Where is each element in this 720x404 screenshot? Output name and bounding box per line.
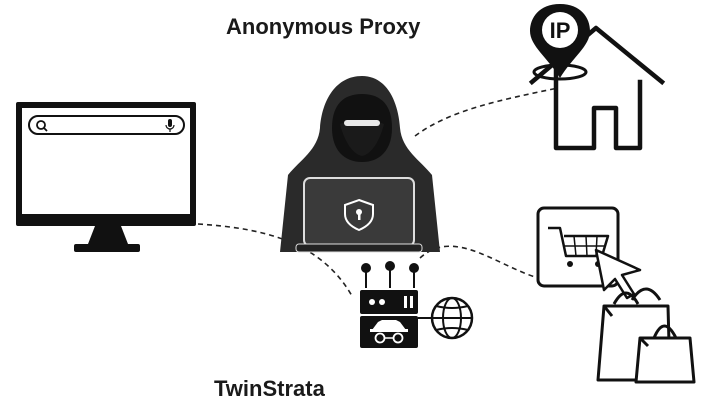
proxy-server-icon [360,261,419,348]
ip-label: IP [550,18,571,43]
monitor-icon [16,102,196,252]
connector-hacker-to-house [414,87,559,137]
shield-icon [344,198,374,232]
shopping-cart-icon [536,206,620,288]
diagram-title: Anonymous Proxy [226,14,421,39]
globe-icon [418,296,474,340]
incognito-icon [370,320,408,344]
microphone-icon [165,119,175,132]
shopping-bags-icon [596,287,696,384]
search-icon [36,120,48,132]
search-bar [28,115,185,135]
brand-label: TwinStrata [214,376,325,401]
ip-pin-icon: IP [530,4,590,81]
